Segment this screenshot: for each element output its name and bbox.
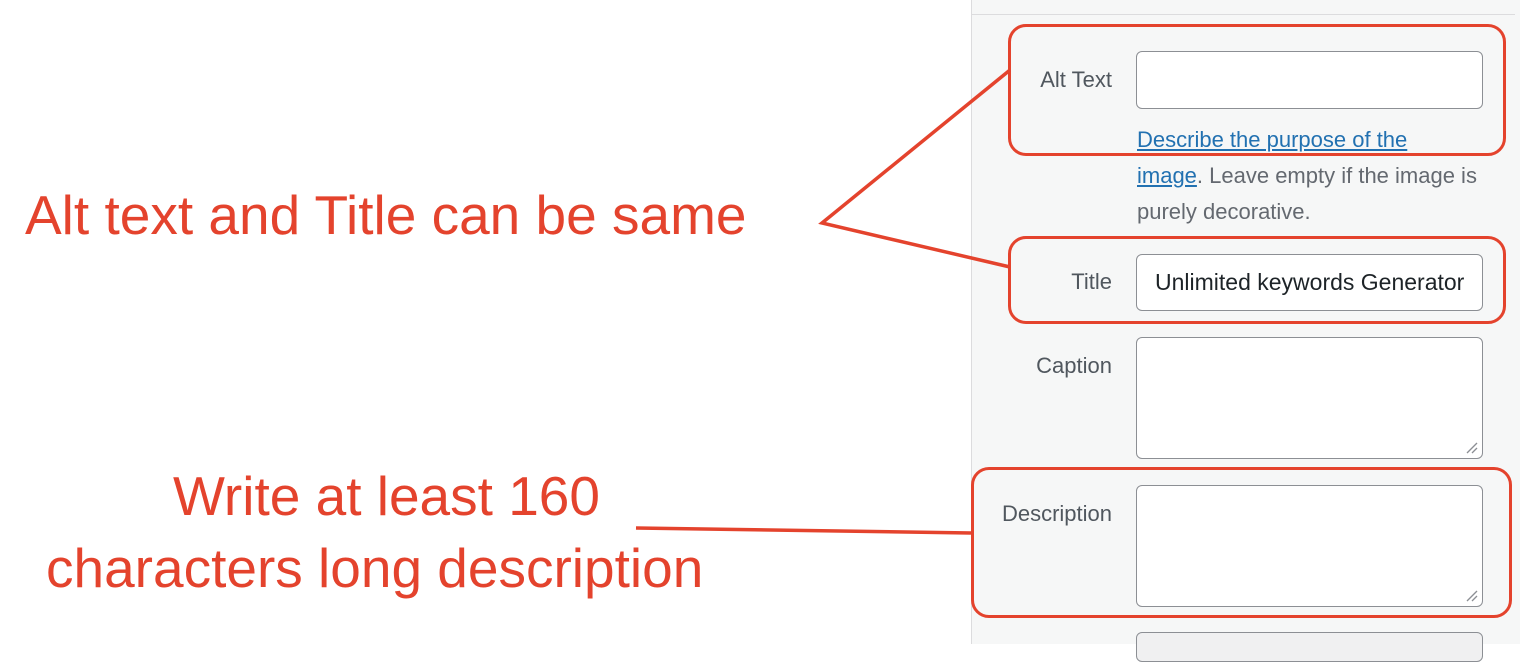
alt-title-annotation: Alt text and Title can be same bbox=[25, 184, 747, 246]
title-input[interactable] bbox=[1136, 254, 1483, 311]
title-label: Title bbox=[1071, 269, 1112, 294]
caption-resize-grip-icon[interactable] bbox=[1466, 442, 1478, 454]
alt-text-help: Describe the purpose of the image. Leave… bbox=[1137, 122, 1477, 230]
caption-label: Caption bbox=[1036, 353, 1112, 378]
alt-text-label: Alt Text bbox=[1040, 67, 1112, 92]
description-textarea[interactable] bbox=[1136, 485, 1483, 607]
description-annotation-line2: characters long description bbox=[46, 537, 704, 599]
describe-purpose-link[interactable]: Describe the purpose of the image bbox=[1137, 127, 1408, 188]
title-highlight-box bbox=[1008, 236, 1506, 324]
description-resize-grip-icon[interactable] bbox=[1466, 590, 1478, 602]
description-highlight-box bbox=[971, 467, 1512, 618]
alt-text-help-rest: . Leave empty if the image is purely dec… bbox=[1137, 163, 1477, 224]
panel-divider bbox=[972, 14, 1515, 15]
caption-textarea[interactable] bbox=[1136, 337, 1483, 459]
description-connector-line bbox=[635, 526, 972, 535]
alt-text-highlight-box bbox=[1008, 24, 1506, 156]
description-label: Description bbox=[1001, 501, 1112, 526]
annotation-connector-lines bbox=[635, 68, 1012, 535]
alt-title-connector-line bbox=[818, 68, 1012, 269]
description-annotation-line1: Write at least 160 bbox=[173, 465, 600, 527]
alt-text-input[interactable] bbox=[1136, 51, 1483, 109]
